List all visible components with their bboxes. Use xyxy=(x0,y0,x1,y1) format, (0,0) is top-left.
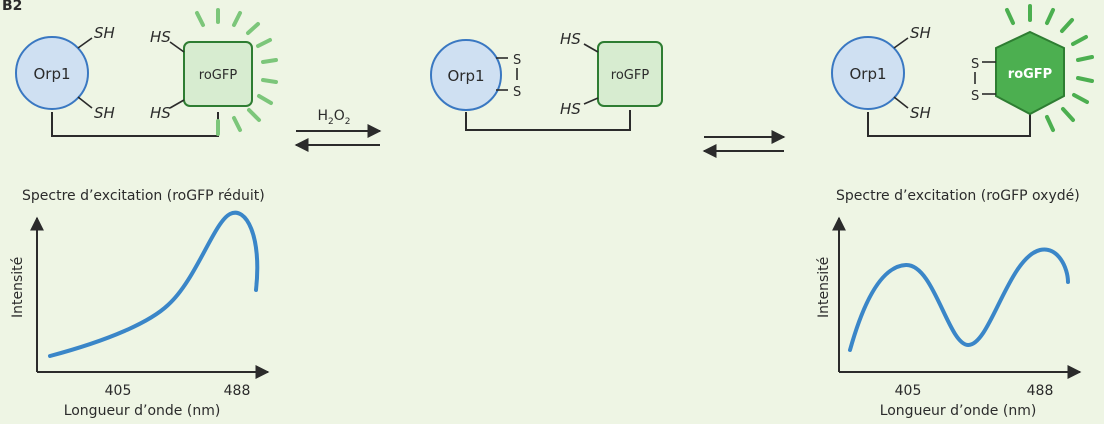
reduced-state: Orp1 SH SH roGFP HS HS xyxy=(15,8,278,137)
oxidized-state: Orp1 SH SH roGFP S S xyxy=(831,4,1094,137)
orp1-label: Orp1 xyxy=(33,65,70,83)
x-tick-label: 405 xyxy=(895,383,922,399)
y-axis-label: Intensité xyxy=(10,257,26,318)
thiol-group: SH xyxy=(910,104,931,122)
thiol-group: HS xyxy=(560,30,581,48)
glow-rays xyxy=(1005,4,1094,132)
x-tick-label: 488 xyxy=(224,383,251,399)
orp1-circle xyxy=(15,36,89,110)
y-axis-label: Intensité xyxy=(816,257,832,318)
linker xyxy=(51,112,219,137)
spectrum-reduced: Spectre d’excitation (roGFP réduit) Inte… xyxy=(10,188,270,419)
thiol-group: SH xyxy=(910,24,931,42)
intermediate-state: Orp1 S S roGFP HS HS xyxy=(430,30,663,131)
orp1-label: Orp1 xyxy=(849,65,886,83)
disulfide-s: S xyxy=(513,53,521,68)
spectrum-curve xyxy=(48,210,260,358)
rogfp-label: roGFP xyxy=(199,68,238,83)
thiol-group: SH xyxy=(94,24,115,42)
thiol-group: HS xyxy=(150,28,171,46)
rogfp-hexagon xyxy=(995,30,1065,116)
x-tick-label: 405 xyxy=(105,383,132,399)
rogfp-label: roGFP xyxy=(1008,67,1052,82)
orp1-label: Orp1 xyxy=(447,67,484,85)
spectrum-curve xyxy=(848,247,1070,352)
panel-letter: B2 xyxy=(2,0,22,14)
equilibrium-arrows-h2o2: H2O2 xyxy=(294,108,382,152)
equilibrium-arrows xyxy=(702,130,786,158)
disulfide-s: S xyxy=(971,89,979,104)
orp1-circle xyxy=(831,36,905,110)
spectrum-title: Spectre d’excitation (roGFP réduit) xyxy=(22,188,265,204)
rogfp-box xyxy=(597,41,663,107)
thiol-group: HS xyxy=(560,100,581,118)
thiol-group: SH xyxy=(94,104,115,122)
linker xyxy=(465,110,631,131)
glow-rays xyxy=(195,8,278,136)
x-axis-label: Longueur d’onde (nm) xyxy=(64,403,221,419)
disulfide-s: S xyxy=(513,85,521,100)
thiol-group: HS xyxy=(150,104,171,122)
disulfide-s: S xyxy=(971,57,979,72)
rogfp-label: roGFP xyxy=(611,68,650,83)
x-tick-label: 488 xyxy=(1027,383,1054,399)
reagent-label: H2O2 xyxy=(317,108,350,127)
rogfp-box xyxy=(183,41,253,107)
linker xyxy=(867,112,1031,137)
orp1-circle xyxy=(430,39,502,111)
x-axis-label: Longueur d’onde (nm) xyxy=(880,403,1037,419)
spectrum-oxidized: Spectre d’excitation (roGFP oxydé) Inten… xyxy=(816,188,1082,419)
spectrum-title: Spectre d’excitation (roGFP oxydé) xyxy=(836,188,1080,204)
